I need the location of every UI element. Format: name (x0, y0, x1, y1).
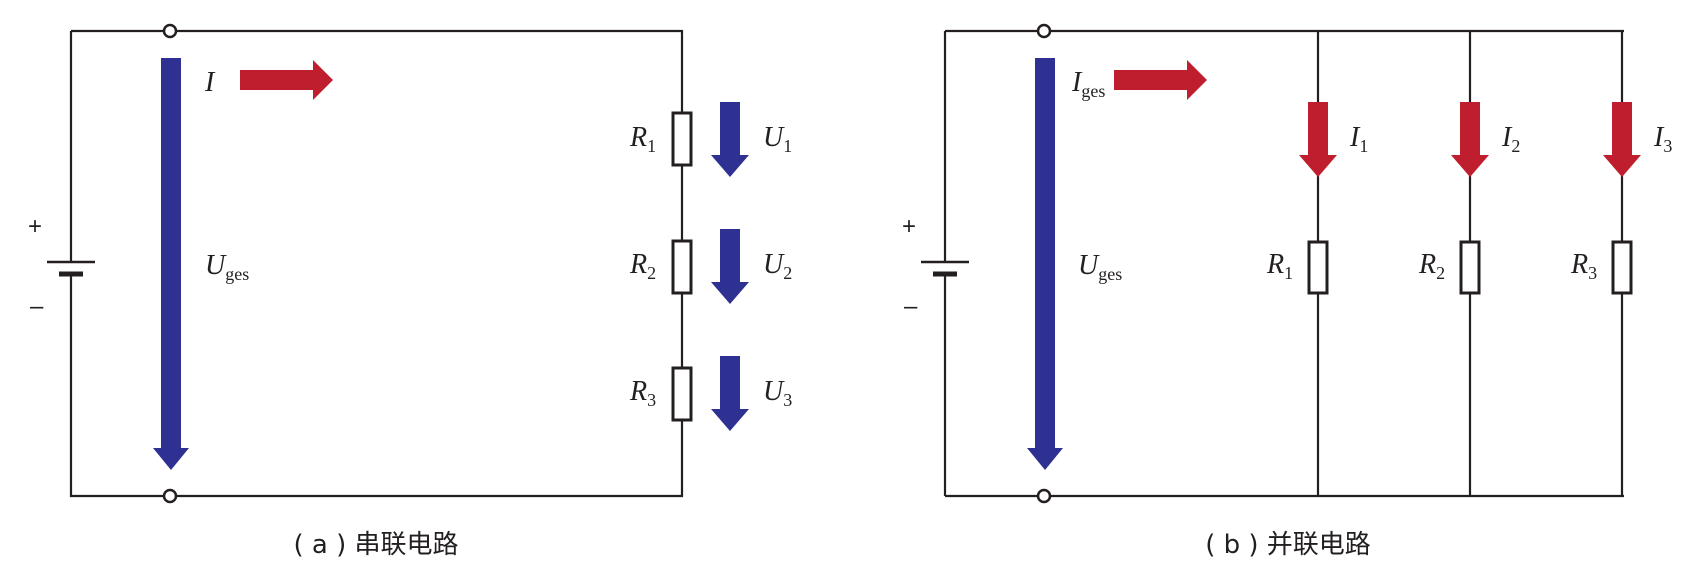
parallel-terminal-bottom (1036, 488, 1052, 504)
parallel-branch-1-current-arrow (1299, 102, 1337, 177)
series-voltage-arrow-1 (711, 102, 749, 177)
parallel-branch-2-current-arrow (1451, 102, 1489, 177)
series-battery: + – (28, 213, 95, 320)
series-voltage-1-label: U1 (763, 122, 792, 156)
series-voltage-3-label: U3 (763, 376, 792, 410)
parallel-resistor-2 (1459, 240, 1481, 295)
parallel-resistor-1 (1307, 240, 1329, 295)
parallel-caption: ( b ) 并联电路 (1205, 530, 1371, 560)
series-resistor-1-label: R1 (629, 122, 656, 156)
series-total-voltage-arrow (153, 58, 189, 470)
parallel-branch-3-current-label: I3 (1653, 122, 1672, 156)
parallel-branch-1-current-label: I1 (1349, 122, 1368, 156)
series-wires (69, 29, 684, 498)
parallel-branch-3-current-arrow (1603, 102, 1641, 177)
parallel-total-voltage-arrow (1027, 58, 1063, 470)
parallel-terminal-top (1036, 23, 1052, 39)
series-voltage-arrow-3 (711, 356, 749, 431)
series-battery-plus: + (28, 213, 42, 240)
parallel-branch-2-current-label: I2 (1501, 122, 1520, 156)
series-terminal-bottom (162, 488, 178, 504)
series-current-label: I (204, 67, 216, 98)
parallel-total-current-label: Iges (1071, 67, 1105, 101)
parallel-resistor-3-label: R3 (1570, 249, 1597, 283)
series-circuit: + – Uges I R1 R2 R3 U1 (28, 23, 792, 560)
parallel-resistor-3 (1611, 240, 1633, 295)
series-resistor-2-label: R2 (629, 249, 656, 283)
parallel-resistor-2-label: R2 (1418, 249, 1445, 283)
series-resistor-3-label: R3 (629, 376, 656, 410)
series-voltage-arrow-2 (711, 229, 749, 304)
series-voltage-2-label: U2 (763, 249, 792, 283)
parallel-total-voltage-label: Uges (1078, 250, 1122, 284)
parallel-battery-plus: + (902, 213, 916, 240)
series-wire-bottom (69, 274, 684, 498)
parallel-resistor-1-label: R1 (1266, 249, 1293, 283)
parallel-circuit: + – Uges Iges I1 I2 I3 (902, 23, 1672, 560)
series-terminal-top (162, 23, 178, 39)
parallel-battery: + – (902, 213, 969, 320)
series-total-voltage-label: Uges (205, 250, 249, 284)
series-current-arrow (240, 60, 333, 100)
parallel-battery-minus: – (904, 293, 918, 320)
series-caption: ( a ) 串联电路 (293, 530, 458, 560)
series-resistor-2 (671, 239, 693, 295)
series-resistor-1 (671, 111, 693, 167)
series-battery-minus: – (30, 293, 44, 320)
series-resistor-3 (671, 366, 693, 422)
series-wire-top (71, 29, 684, 113)
parallel-total-current-arrow (1114, 60, 1207, 100)
